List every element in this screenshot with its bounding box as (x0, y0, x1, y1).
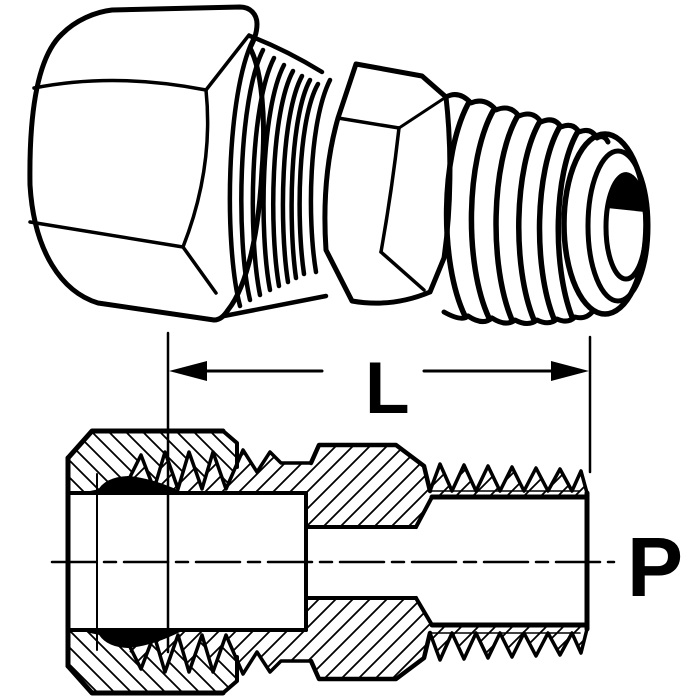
pictorial-view (27, 4, 651, 326)
bore-shadow-crescent (605, 172, 647, 213)
nut-facet-edge-upper (32, 78, 208, 92)
nut-corner-diagonals (181, 33, 251, 295)
nut-facet-edge-lower (28, 220, 185, 249)
hex-section-outline (308, 442, 433, 682)
nut-thread-interface (124, 448, 313, 676)
thread-tip-bore-pictorial (561, 131, 651, 317)
body-hex-pictorial (322, 61, 453, 306)
compression-nut-pictorial (27, 4, 266, 323)
collar-thread-rings-pictorial (221, 33, 333, 319)
nut-section-hatch-bottom (68, 631, 237, 693)
male-pipe-threads-pictorial (441, 92, 611, 326)
nut-front-corner-edge (181, 88, 210, 249)
arrowhead-right (551, 361, 589, 381)
section-view (50, 428, 616, 696)
ferrule-bottom (97, 631, 180, 648)
port-centerline-label: P (627, 520, 683, 614)
nut-section-hatch-top (68, 431, 237, 493)
length-dimension-label: L (365, 348, 410, 429)
arrowhead-left (169, 361, 207, 381)
dimension-annotations: L P (166, 331, 683, 654)
male-thread-section (428, 462, 589, 662)
